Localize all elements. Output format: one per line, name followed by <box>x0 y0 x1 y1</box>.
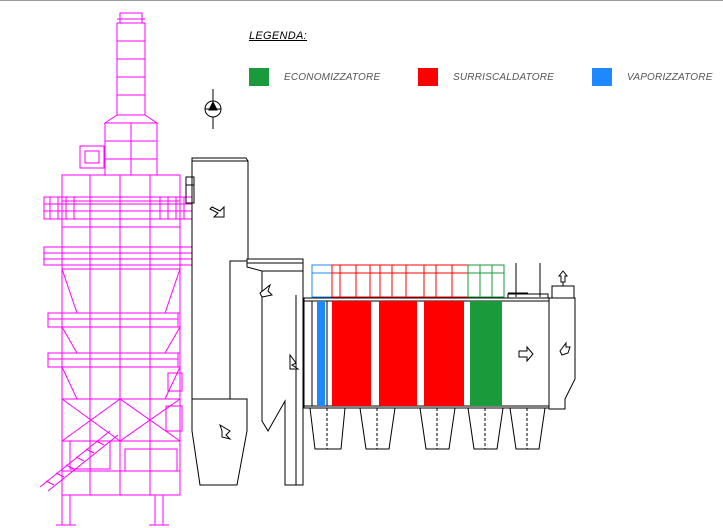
economizer-bank <box>470 301 502 406</box>
flow-arrow-icon <box>289 353 300 370</box>
flow-arrow-icon <box>557 270 569 283</box>
legend-label-economizzatore: ECONOMIZZATORE <box>284 72 381 83</box>
flow-arrows <box>209 205 571 440</box>
evaporator-bank <box>317 301 325 406</box>
superheater-bank-3 <box>424 301 464 406</box>
north-arrow-icon <box>204 89 222 129</box>
flow-arrow-icon <box>559 341 571 356</box>
superheater-bank-2 <box>379 301 417 406</box>
legend-label-surriscaldatore: SURRISCALDATORE <box>453 72 554 83</box>
tube-banks <box>311 301 502 406</box>
superheater-bank-1 <box>332 301 371 406</box>
tube-headers <box>311 264 505 298</box>
legend-label-vaporizzatore: VAPORIZZATORE <box>627 72 713 83</box>
legend-title: LEGENDA: <box>249 30 308 42</box>
flow-arrow-icon <box>259 283 274 298</box>
legend-swatch-economizzatore <box>249 68 269 86</box>
legend-swatch-surriscaldatore <box>418 68 438 86</box>
legend-swatch-vaporizzatore <box>592 68 612 86</box>
boiler-ducts <box>185 157 576 486</box>
flow-arrow-icon <box>209 205 225 218</box>
flow-arrow-icon <box>518 345 534 363</box>
stack-structure <box>39 12 193 526</box>
flow-arrow-icon <box>219 423 232 440</box>
